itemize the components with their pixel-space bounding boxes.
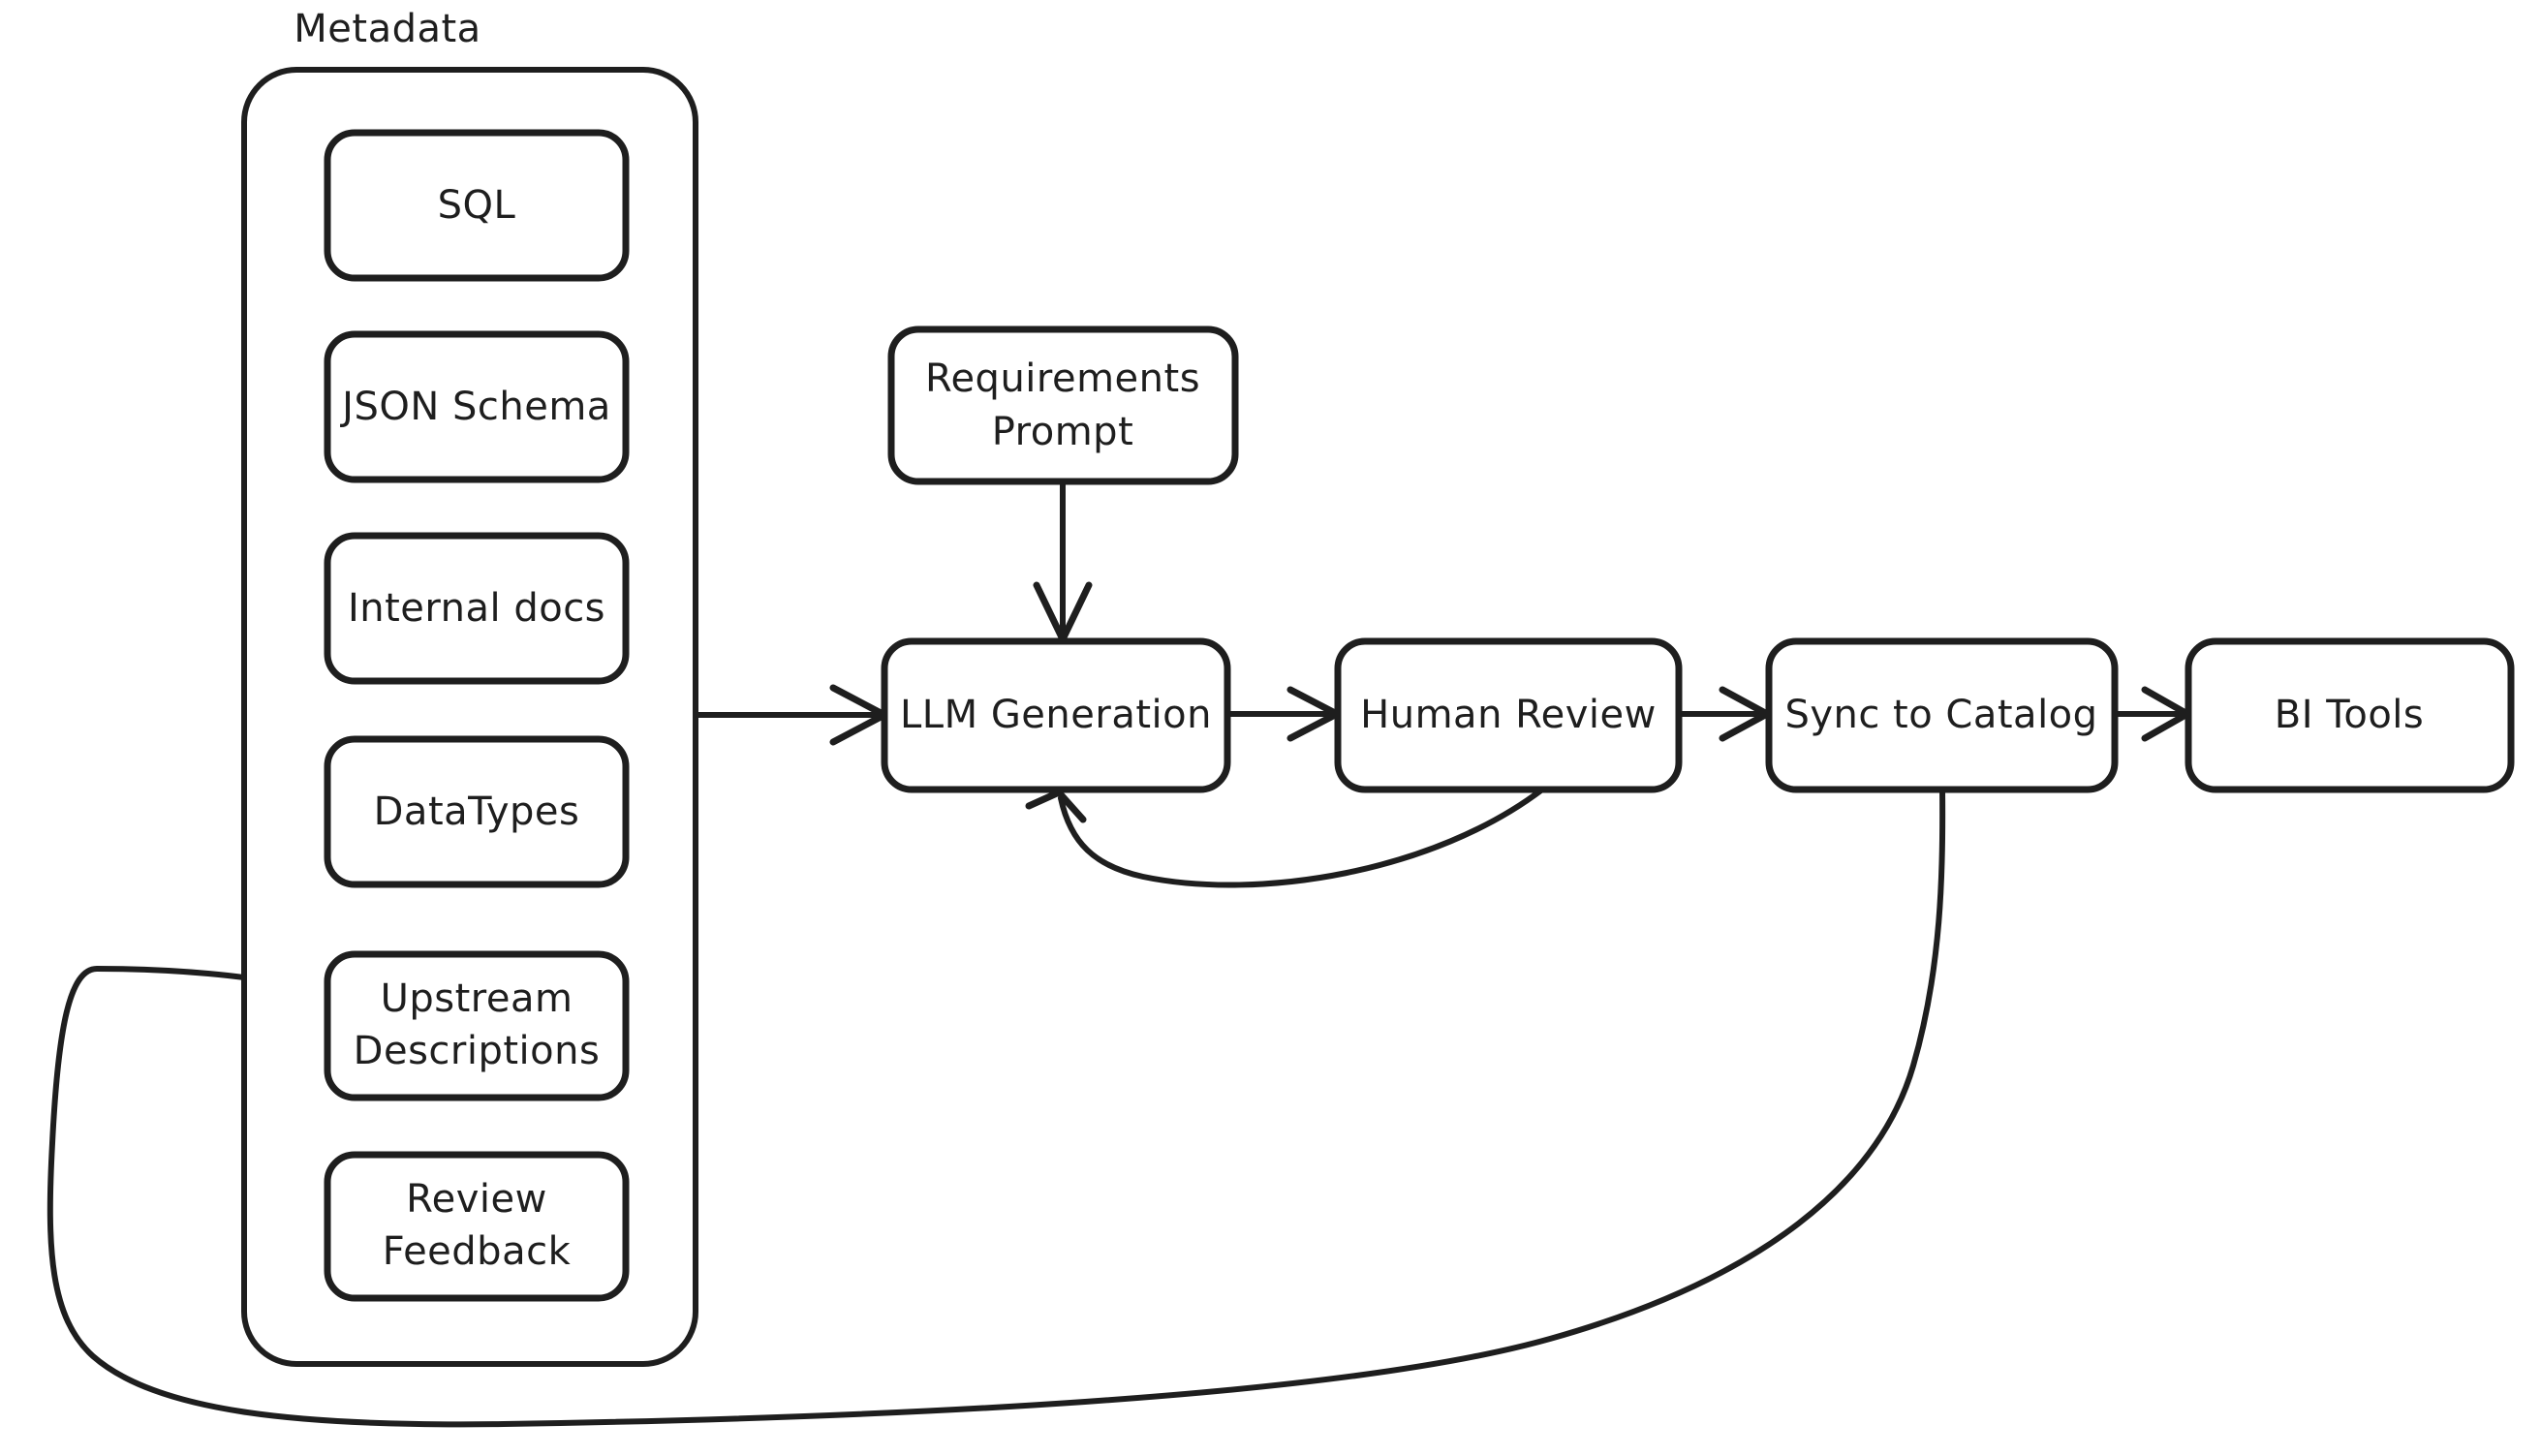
node-human-review-label: Human Review — [1360, 693, 1657, 737]
node-sql-label: SQL — [438, 183, 516, 228]
metadata-group-label: Metadata — [294, 7, 480, 51]
node-data-types-label: DataTypes — [374, 790, 580, 834]
node-bi-tools-label: BI Tools — [2275, 693, 2425, 737]
node-bi-tools-border — [2185, 637, 2515, 793]
node-sync-to-catalog-label: Sync to Catalog — [1784, 693, 2097, 737]
edge-llm-to-review — [1224, 686, 1341, 742]
node-requirements-prompt-label-line1: Requirements — [925, 356, 1200, 401]
node-json-schema-label: JSON Schema — [339, 385, 611, 429]
node-review-feedback[interactable]: Review Feedback — [324, 1151, 630, 1302]
node-upstream-descriptions[interactable]: Upstream Descriptions — [324, 950, 630, 1101]
edge-review-back-to-llm — [1025, 787, 1545, 888]
node-review-feedback-label-line1: Review — [406, 1177, 547, 1222]
node-human-review-border — [1334, 637, 1683, 793]
node-requirements-prompt-border — [887, 325, 1239, 485]
edge-review-to-sync — [1676, 686, 1771, 742]
node-sync-to-catalog-border — [1765, 637, 2119, 793]
node-internal-docs-label: Internal docs — [348, 586, 605, 631]
node-llm-generation[interactable]: LLM Generation — [881, 637, 1231, 793]
node-bi-tools[interactable]: BI Tools — [2185, 637, 2515, 793]
node-review-feedback-label-line2: Feedback — [383, 1229, 572, 1274]
node-sync-to-catalog[interactable]: Sync to Catalog — [1765, 637, 2119, 793]
edge-metadata-to-llm — [693, 684, 888, 746]
node-review-feedback-border — [324, 1151, 630, 1302]
node-data-types[interactable]: DataTypes — [324, 735, 630, 888]
node-data-types-border — [324, 735, 630, 888]
node-upstream-descriptions-label-line1: Upstream — [381, 976, 573, 1021]
node-llm-generation-label: LLM Generation — [900, 693, 1212, 737]
node-human-review[interactable]: Human Review — [1334, 637, 1683, 793]
node-internal-docs[interactable]: Internal docs — [324, 532, 630, 685]
node-json-schema-border — [324, 330, 630, 483]
node-requirements-prompt-label-line2: Prompt — [992, 410, 1134, 454]
edge-requirements-to-llm — [1033, 479, 1093, 643]
node-upstream-descriptions-label-line2: Descriptions — [354, 1029, 601, 1073]
node-json-schema[interactable]: JSON Schema — [324, 330, 630, 483]
node-internal-docs-border — [324, 532, 630, 685]
node-upstream-descriptions-border — [324, 950, 630, 1101]
edge-sync-to-bi — [2112, 686, 2191, 742]
node-llm-generation-border — [881, 637, 1231, 793]
node-sql[interactable]: SQL — [324, 129, 630, 282]
node-sql-border — [324, 129, 630, 282]
node-requirements-prompt[interactable]: Requirements Prompt — [887, 325, 1239, 485]
